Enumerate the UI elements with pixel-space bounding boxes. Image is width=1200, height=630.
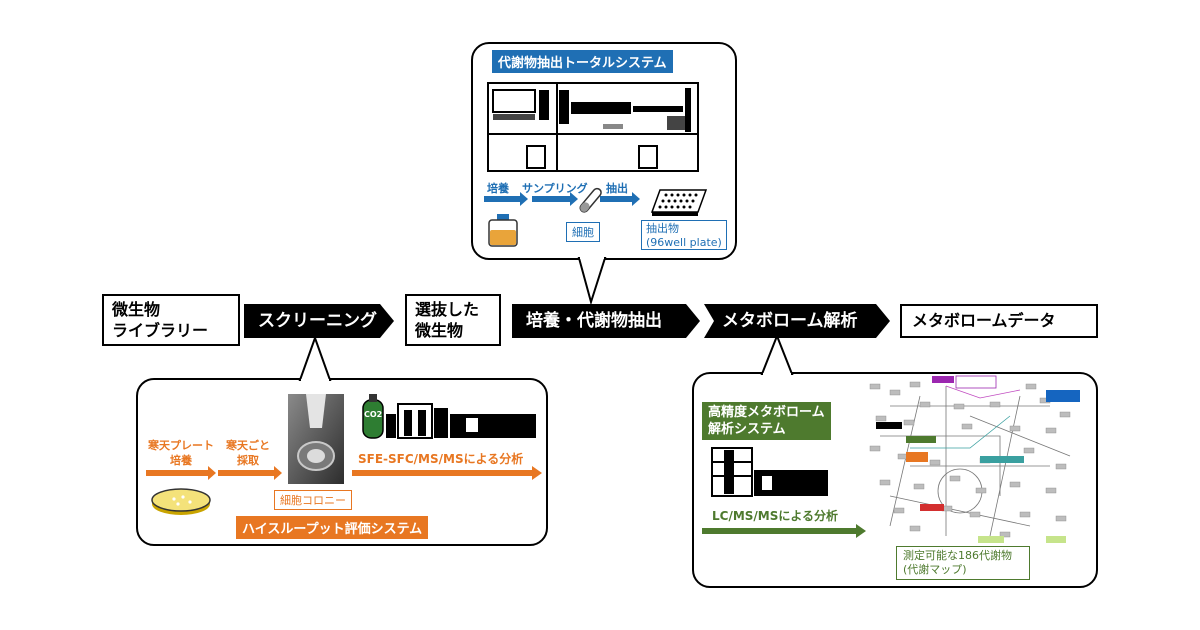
metabolome-analysis-arrow: メタボローム解析 [704, 304, 890, 338]
lc-ms-arrow [702, 524, 866, 538]
co2-label: CO2 [364, 410, 383, 419]
step-agar-culture-label: 寒天プレート 培養 [144, 438, 218, 468]
lc-ms-instrument-illustration [711, 447, 828, 497]
sfe-sfc-instrument-illustration [362, 394, 536, 439]
step-agar-collect-label: 寒天ごと 採取 [218, 438, 278, 468]
extraction-machine-illustration [487, 82, 699, 172]
sampling-tube-icon [579, 187, 602, 213]
metabolic-map-label: 測定可能な186代謝物 (代謝マップ) [896, 546, 1030, 580]
high-precision-title-line2: 解析システム [708, 422, 786, 437]
metabolic-map-label-line1: 測定可能な186代謝物 [903, 549, 1012, 562]
cell-label: 細胞 [566, 222, 600, 242]
microbe-library-box: 微生物 ライブラリー [102, 294, 240, 346]
step-culture-label: 培養 [487, 182, 509, 195]
metabolic-map-illustration [869, 375, 1080, 543]
well-plate-icon [650, 189, 708, 216]
lc-ms-method-label: LC/MS/MSによる分析 [712, 509, 839, 523]
extract-label-box: 抽出物 (96well plate) [641, 220, 727, 250]
metabolome-data-box: メタボロームデータ [900, 304, 1098, 338]
selected-microbe-label: 選抜した 微生物 [415, 300, 480, 340]
culture-extract-arrow: 培養・代謝物抽出 [512, 304, 700, 338]
extraction-system-title: 代謝物抽出トータルシステム [492, 50, 673, 73]
high-precision-title-line1: 高精度メタボローム [708, 405, 825, 420]
selected-microbe-box: 選抜した 微生物 [405, 294, 501, 346]
petri-dish-icon [151, 488, 211, 515]
step-agar-collect-line2: 採取 [237, 454, 259, 467]
screening-arrow: スクリーニング [244, 304, 394, 338]
step-sampling-label: サンプリング [522, 182, 588, 195]
right-panel-callout-tail [760, 333, 794, 377]
extract-label-line1: 抽出物 [646, 222, 679, 235]
top-step-arrows [484, 192, 640, 206]
microbe-library-label: 微生物 ライブラリー [112, 300, 209, 340]
sfe-sfc-method-label: SFE-SFC/MS/MSによる分析 [358, 452, 524, 466]
step-agar-culture-line2: 培養 [170, 454, 192, 467]
step-extract-label: 抽出 [606, 182, 628, 195]
culture-flask-icon [488, 214, 518, 247]
extract-label-line2: (96well plate) [646, 236, 722, 249]
metabolic-map-label-line2: (代謝マップ) [903, 563, 967, 576]
step-agar-collect-line1: 寒天ごと [226, 439, 270, 452]
metabolome-data-label: メタボロームデータ [912, 311, 1056, 330]
top-panel-callout-tail [577, 255, 607, 306]
high-throughput-system-title: ハイスループット評価システム [236, 516, 429, 539]
cell-colony-label: 細胞コロニー [274, 490, 352, 510]
high-precision-system-title: 高精度メタボローム 解析システム [702, 402, 831, 440]
left-step-arrows [146, 466, 542, 480]
cell-colony-photo [288, 394, 344, 484]
left-panel-callout-tail [298, 335, 332, 383]
step-agar-culture-line1: 寒天プレート [148, 439, 214, 452]
